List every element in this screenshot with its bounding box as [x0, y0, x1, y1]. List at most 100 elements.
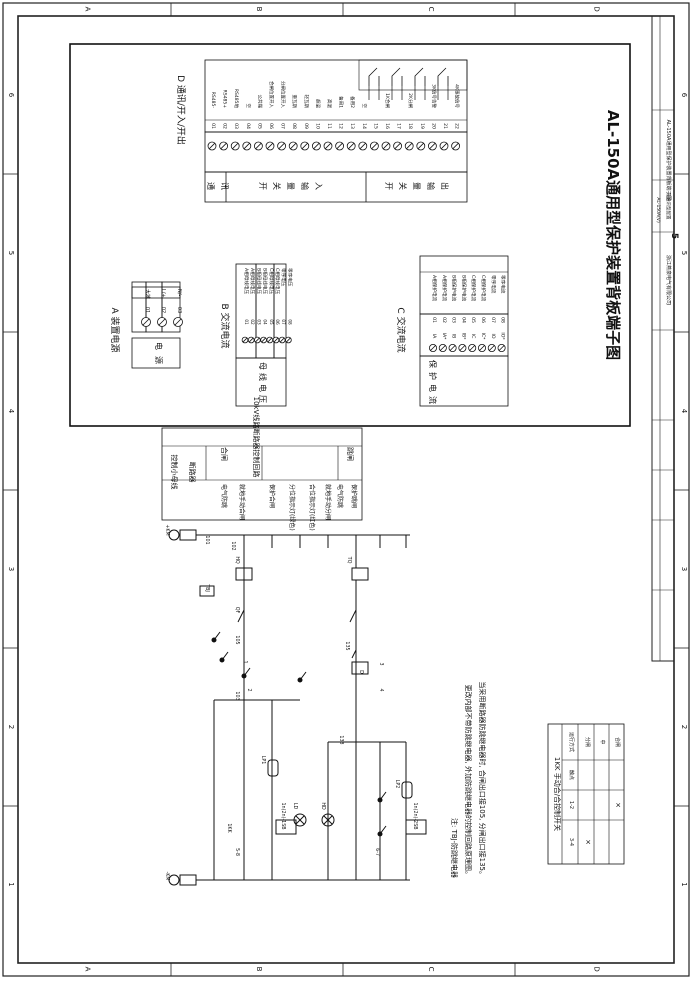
terminal-b-no: 01	[244, 319, 249, 325]
terminal-d-screw	[253, 141, 263, 151]
terminal-d-no: 14	[361, 123, 367, 129]
terminal-d-no: 19	[419, 123, 425, 129]
terminal-d-no: 15	[372, 123, 378, 129]
contact-blade	[243, 667, 251, 677]
terminal-d-screw	[323, 141, 333, 151]
control-table-row: 电气防跳	[336, 484, 344, 508]
side-label-char: 护	[428, 372, 438, 380]
control-circuit	[168, 529, 427, 886]
section-label-char: 量	[412, 182, 421, 190]
group-c-side-label: 保护电流	[428, 360, 438, 404]
terminal-group-c: C 交流电流 保护电流 A相保护电流01IAA相保护电流02IA*B相保护电流0…	[395, 255, 509, 407]
terminal-d-no: 09	[303, 123, 309, 129]
terminal-d-desc: 公共端	[256, 95, 263, 109]
lamp-cross	[295, 815, 305, 825]
terminal-d-desc: 空	[361, 104, 368, 109]
terminal-c-no: 03	[451, 317, 457, 323]
control-table-row: 电气防跳	[220, 484, 228, 508]
control-table-breaker-label: 断路器	[188, 462, 197, 483]
terminal-b-screw	[266, 336, 274, 344]
circuit-label: 6-7	[374, 848, 380, 856]
terminal-area-frame	[69, 43, 631, 427]
circuit-label: TQ	[346, 556, 352, 564]
circuit-label: 105	[234, 635, 240, 644]
terminal-c-no: 07	[490, 317, 496, 323]
terminal-d-screw	[207, 141, 217, 151]
terminal-d-desc: 备用2	[349, 96, 356, 108]
contact-blade	[379, 791, 387, 801]
circuit-label: 1n(2n)-1SB	[280, 802, 286, 829]
indicator-lamp	[321, 813, 335, 827]
circuit-label: +KM	[164, 524, 170, 535]
circuit-label: 4	[378, 688, 384, 691]
control-table-row: 就地手动合闸	[238, 484, 246, 520]
terminal-b-no: 06	[275, 319, 280, 325]
control-table-cells: 电气防跳就地手动合闸保护合闸分位指示灯(绿色)合位指示灯(红色)就地手动分闸电气…	[220, 484, 358, 531]
terminal-c-screw	[438, 343, 447, 352]
notes-line-2: 当采用断路器防跳继电器时, 合闸出口接105, 分闸出口接135。	[478, 681, 487, 878]
terminal-d-screw	[439, 141, 449, 151]
switch-table-cells: 运行方式分闸中合闸触点1-23-4××	[568, 732, 622, 846]
terminal-d-no: 18	[407, 123, 413, 129]
border-number-left: 3	[7, 567, 15, 571]
border-number-left: 4	[7, 409, 15, 414]
title-block-subtitle: 非通讯型配置	[665, 193, 672, 220]
terminal-b-desc: C相母线电压	[268, 268, 275, 295]
terminal-d-no: 12	[338, 123, 344, 129]
side-label-char: 保	[428, 360, 438, 368]
terminal-c-desc: B相保护电流	[460, 275, 467, 302]
terminal-d-no: 13	[349, 123, 355, 129]
terminal-d-screw	[381, 141, 391, 151]
title-block: AL-150A通用型保护装置背板端子图 浙江燕泉电气有限公司 AL-150A(V…	[651, 15, 679, 662]
title-block-drawing-name: AL-150A通用型保护装置背板端子图	[665, 120, 672, 201]
relay-contact	[414, 67, 426, 86]
terminal-group-b: B 交流电流 母线电压 A相母线电压01A相母线电压02B相母线电压03B相母线…	[219, 263, 293, 407]
control-table-row: 保护合闸	[268, 484, 276, 508]
circuit-label: 1n(2n)-2SB	[412, 802, 418, 829]
qf-contact-1	[237, 609, 245, 623]
terminal-c-no: 02	[441, 317, 447, 323]
terminal-c-screw	[468, 343, 477, 352]
terminal-c-screw	[458, 343, 467, 352]
fuse-minus	[179, 874, 197, 886]
terminal-c-no: 06	[480, 317, 486, 323]
terminal-b-screw	[272, 336, 280, 344]
contact-blade	[221, 651, 229, 661]
terminal-d-screw	[230, 141, 240, 151]
terminal-b-screw	[241, 336, 249, 344]
side-label-char: 电	[154, 342, 164, 350]
terminal-b-no: 03	[256, 319, 261, 325]
circuit-label: 135	[344, 641, 350, 650]
terminal-b-screw	[278, 336, 286, 344]
notes-line-1: 更改内部不带防跳继电器, 外加防跳继电器的控制回路原理图。	[464, 685, 473, 878]
side-label-char: 源	[154, 356, 163, 364]
terminal-d-desc: 2K分闸	[407, 93, 414, 108]
section-label-char: 输	[426, 182, 436, 190]
indicator-lamp	[293, 813, 307, 827]
terminal-d-screw	[404, 141, 414, 151]
terminal-d-desc: 备用1	[338, 96, 345, 108]
coil-hq	[235, 567, 253, 581]
terminal-c-screw	[448, 343, 457, 352]
drawing-title: AL-150A通用型保护装置背板端子图	[604, 110, 622, 360]
terminal-a-desc: N/-	[176, 289, 182, 296]
switch-table-mark: ×	[584, 839, 592, 845]
switch-table-row-label: 3-4	[568, 838, 574, 846]
terminal-b-desc: C相母线电压	[274, 268, 281, 295]
terminal-d-no: 06	[268, 123, 274, 129]
terminal-c-no: 04	[460, 317, 466, 323]
terminal-c-signal: IO*	[500, 332, 506, 340]
border-number-right: 5	[680, 251, 688, 255]
group-c-heading: C 交流电流	[395, 307, 407, 352]
terminal-c-desc: 零序电流	[500, 275, 507, 294]
output-relay-contacts	[368, 67, 449, 100]
terminal-c-signal: IA*	[441, 333, 447, 340]
switch-position-table: 1KK 手动合/合控制开关 运行方式分闸中合闸触点1-23-4××	[547, 723, 625, 865]
pushbutton-1sb	[275, 819, 297, 835]
terminal-c-screw	[477, 343, 486, 352]
circuit-label: 1	[242, 660, 248, 663]
switch-table-row-label: 1-2	[568, 801, 574, 809]
border-letter-top: B	[255, 7, 263, 12]
